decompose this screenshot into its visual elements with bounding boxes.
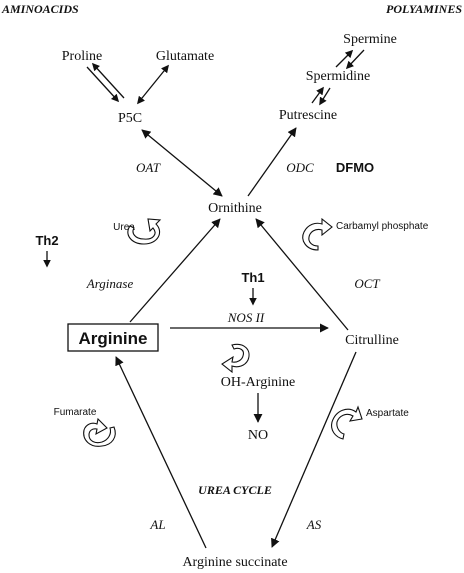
enzyme-oat: OAT — [136, 160, 161, 175]
node-oh-arginine: OH-Arginine — [221, 375, 295, 390]
urea-cycle-label: UREA CYCLE — [198, 483, 272, 497]
node-ornithine: Ornithine — [208, 201, 262, 216]
arrow-p5c-to-proline — [91, 62, 125, 99]
arrow-glutamate-p5c — [137, 64, 169, 105]
enzyme-oct: OCT — [354, 276, 380, 291]
node-arginine-succinate: Arginine succinate — [182, 555, 287, 570]
node-spermine: Spermine — [343, 32, 397, 47]
arrow-citrulline-ornithine — [255, 218, 349, 331]
arrow-spermidine-putrescine — [319, 87, 331, 106]
arrow-succinate-arginine — [115, 356, 207, 549]
curved-arrow-aspartate — [331, 405, 363, 440]
arrow-spermine-spermidine — [345, 49, 365, 70]
enzyme-nos2: NOS II — [227, 310, 265, 325]
arrow-putrescine-spermidine — [311, 86, 324, 104]
cell-th1: Th1 — [241, 270, 264, 285]
arrow-citrulline-succinate — [271, 351, 357, 548]
node-spermidine: Spermidine — [306, 69, 371, 84]
enzyme-as: AS — [306, 517, 322, 532]
cofactor-urea: Urea — [113, 222, 135, 233]
arrow-arginine-ornithine — [129, 218, 221, 323]
node-arginine: Arginine — [79, 329, 148, 348]
cofactor-carbamyl-phosphate: Carbamyl phosphate — [336, 221, 429, 232]
node-p5c: P5C — [118, 111, 142, 126]
inhibitor-dfmo: DFMO — [336, 160, 374, 175]
enzyme-odc: ODC — [286, 160, 314, 175]
arrow-spermidine-spermine — [335, 49, 354, 68]
curved-arrow-nos — [221, 343, 250, 374]
arrow-proline-to-p5c — [86, 66, 120, 103]
arginine-box — [67, 323, 159, 352]
node-putrescine: Putrescine — [279, 108, 337, 123]
cofactor-fumarate: Fumarate — [54, 407, 97, 418]
curved-arrow-carbamyl-phosphate — [302, 217, 333, 251]
enzyme-al: AL — [149, 517, 165, 532]
arrow-p5c-ornithine — [141, 129, 223, 197]
node-proline: Proline — [62, 49, 102, 64]
curved-arrow-urea — [127, 218, 162, 245]
node-no: NO — [248, 428, 268, 443]
node-glutamate: Glutamate — [156, 49, 214, 64]
curved-arrow-fumarate — [83, 417, 116, 447]
header-polyamines: POLYAMINES — [386, 2, 462, 16]
enzyme-arginase: Arginase — [86, 276, 134, 291]
node-citrulline: Citrulline — [345, 333, 399, 348]
cofactor-aspartate: Aspartate — [366, 408, 409, 419]
arrow-ornithine-putrescine — [247, 127, 297, 197]
cell-th2: Th2 — [35, 233, 58, 248]
header-aminoacids: AMINOACIDS — [1, 2, 79, 16]
